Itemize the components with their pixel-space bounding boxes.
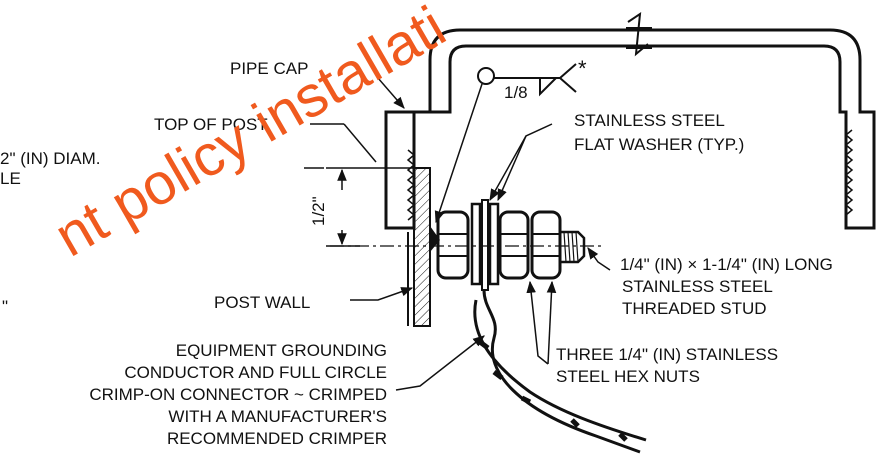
pipe-cap-label: PIPE CAP: [230, 59, 308, 78]
stud-label-line3: THREADED STUD: [622, 299, 767, 318]
weld-size-label: 1/8: [504, 83, 528, 102]
weld-bead: [430, 226, 440, 252]
left-edge-mark: ": [2, 297, 8, 316]
fastener-stack: [436, 199, 586, 291]
nuts-label-line1: THREE 1/4" (IN) STAINLESS: [556, 345, 778, 364]
ground-label-line2: CONDUCTOR AND FULL CIRCLE: [124, 363, 387, 382]
ground-label-line5: RECOMMENDED CRIMPER: [167, 429, 387, 448]
nuts-label-line2: STEEL HEX NUTS: [556, 367, 700, 386]
hex-nut-1: [436, 210, 470, 280]
weld-note-mark: *: [578, 56, 587, 81]
half-inch-dimension: 1/2": [309, 167, 414, 247]
ground-label-line4: WITH A MANUFACTURER'S: [168, 407, 387, 426]
flat-washer-1: [470, 202, 482, 286]
top-of-post-label: TOP OF POST: [154, 115, 268, 134]
hex-nut-3: [530, 210, 562, 280]
hole-label-line1: 2" (IN) DIAM.: [0, 149, 100, 168]
ground-label-line1: EQUIPMENT GROUNDING: [176, 341, 387, 360]
hole-label-line2: LE: [0, 169, 21, 188]
washer-label-line2: FLAT WASHER (TYP.): [574, 135, 744, 154]
stud-label-line1: 1/4" (IN) × 1-1/4" (IN) LONG: [620, 255, 833, 274]
washer-label-line1: STAINLESS STEEL: [574, 111, 725, 130]
post-wall: [406, 149, 431, 327]
ring-terminal: [481, 199, 489, 291]
weld-symbol: 1/8 *: [434, 56, 587, 224]
ground-label-line3: CRIMP-ON CONNECTOR ~ CRIMPED: [89, 385, 387, 404]
leader-lines: [304, 77, 611, 391]
hex-nut-2: [498, 210, 530, 280]
flat-washer-2: [488, 202, 500, 286]
threaded-stud-end: [560, 230, 586, 264]
post-wall-label: POST WALL: [214, 293, 310, 312]
half-inch-label: 1/2": [309, 196, 328, 226]
stud-label-line2: STAINLESS STEEL: [622, 277, 773, 296]
